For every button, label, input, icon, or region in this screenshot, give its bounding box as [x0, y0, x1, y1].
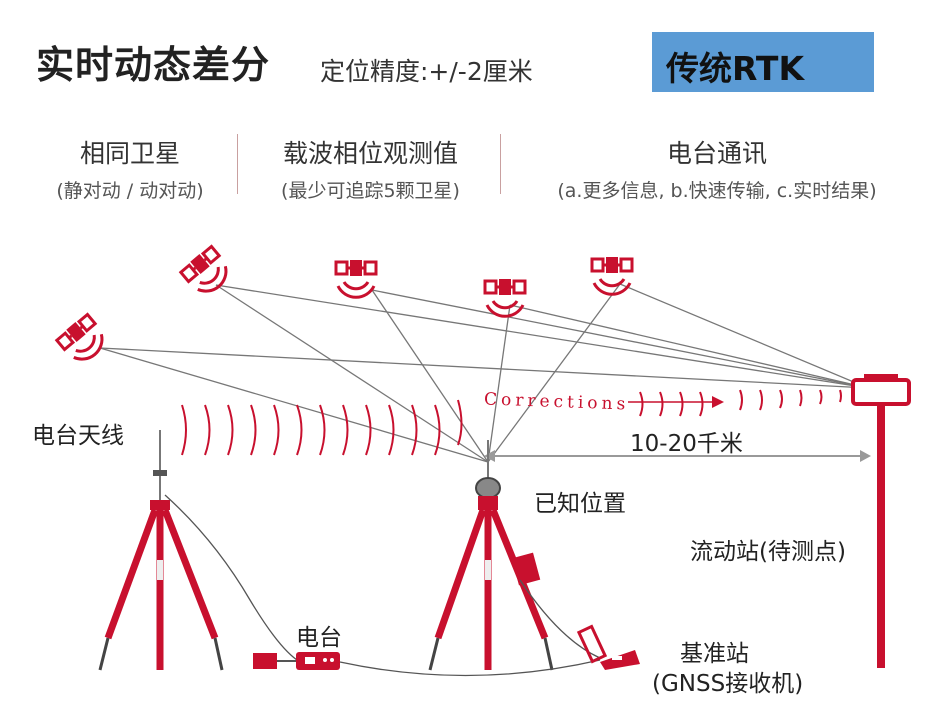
- distance-arrowhead-left: [484, 450, 495, 462]
- gnss-controller: [576, 624, 640, 670]
- radio-label: 电台: [296, 625, 342, 651]
- feature-detail: (静对动 / 动对动): [56, 180, 204, 202]
- known-position-label: 已知位置: [534, 491, 626, 517]
- base-station-label: 基准站: [680, 641, 749, 667]
- distance-arrowhead-right: [860, 450, 871, 462]
- feature-heading: 载波相位观测值: [282, 139, 458, 168]
- page-title: 实时动态差分: [36, 43, 271, 87]
- radio-antenna-label: 电台天线: [32, 423, 124, 449]
- feature-divider: [500, 134, 501, 194]
- corrections-arrowhead: [712, 396, 724, 408]
- radio-device: [253, 652, 340, 670]
- feature-detail: (a.更多信息, b.快速传输, c.实时结果): [557, 180, 877, 202]
- feature-heading: 电台通讯: [666, 139, 767, 168]
- base-station-tripod: [428, 440, 554, 671]
- receiver-label: (GNSS接收机): [652, 671, 804, 697]
- rtk-badge-label: 传统RTK: [666, 49, 805, 88]
- satellite-icon: [334, 258, 378, 299]
- cables: [164, 494, 601, 677]
- distance-label: 10-20千米: [630, 431, 743, 457]
- rover-label: 流动站(待测点): [690, 539, 846, 565]
- satellite-icon: [54, 311, 112, 369]
- feature-same-satellites: 相同卫星 (静对动 / 动对动): [30, 134, 230, 203]
- feature-detail: (最少可追踪5颗卫星): [281, 180, 460, 202]
- radio-waves: [181, 389, 842, 456]
- satellite-icon: [590, 255, 634, 296]
- feature-carrier-phase: 载波相位观测值 (最少可追踪5颗卫星): [248, 134, 493, 203]
- feature-radio-comm: 电台通讯 (a.更多信息, b.快速传输, c.实时结果): [512, 134, 922, 203]
- accuracy-subtitle: 定位精度:+/-2厘米: [320, 57, 533, 86]
- feature-heading: 相同卫星: [79, 139, 180, 168]
- signal-lines: [99, 283, 869, 463]
- satellite-icon: [483, 277, 527, 318]
- rtk-badge: 传统RTK: [652, 32, 874, 92]
- feature-divider: [237, 134, 238, 194]
- radio-antenna-tripod: [98, 430, 224, 671]
- rover-pole: [851, 374, 911, 668]
